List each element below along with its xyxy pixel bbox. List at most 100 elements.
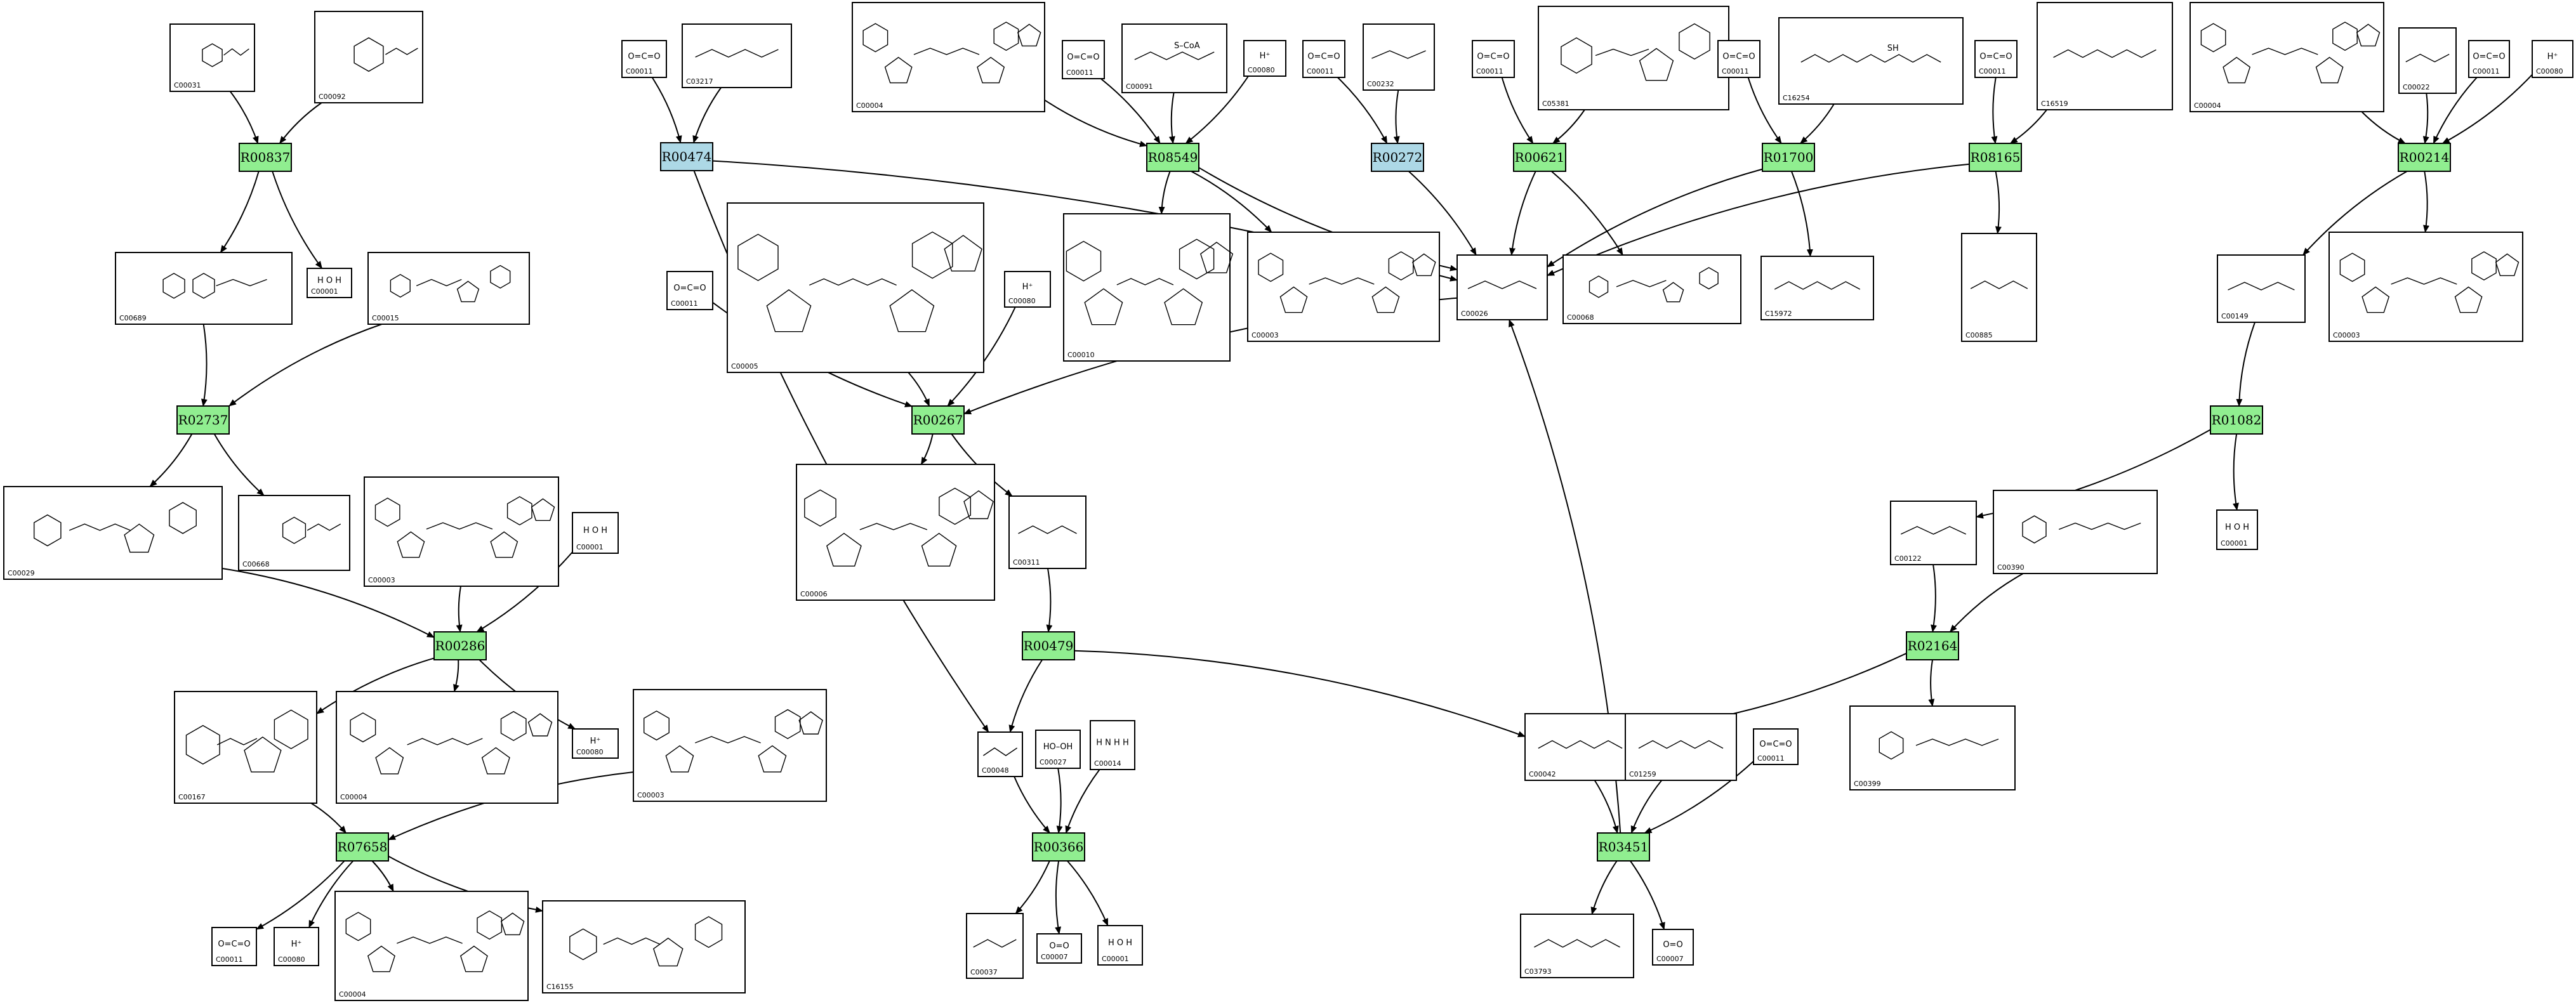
compound-box[interactable]: [1520, 914, 1634, 978]
compound-box[interactable]: [2328, 232, 2523, 342]
compound-box[interactable]: [238, 495, 350, 571]
compound-box[interactable]: [1961, 233, 2037, 342]
compound-node[interactable]: C15972: [1760, 256, 1874, 320]
compound-node[interactable]: C00005: [727, 202, 984, 373]
compound-node[interactable]: C00311: [1008, 495, 1087, 569]
compound-node[interactable]: H⁺C00080: [1004, 271, 1051, 308]
compound-node[interactable]: C00022: [2398, 27, 2457, 94]
compound-node[interactable]: C00390: [1993, 490, 2158, 574]
compound-node[interactable]: C00003: [1247, 232, 1440, 342]
compound-node[interactable]: C00399: [1849, 705, 2016, 790]
compound-box[interactable]: [1524, 713, 1636, 781]
compound-box[interactable]: [1121, 23, 1227, 93]
compound-node[interactable]: H⁺C00080: [2532, 40, 2573, 78]
compound-box[interactable]: [1890, 501, 1977, 565]
compound-box[interactable]: [1090, 720, 1135, 770]
compound-box[interactable]: [542, 900, 746, 993]
compound-box[interactable]: [633, 689, 827, 802]
compound-box[interactable]: [621, 40, 667, 78]
compound-node[interactable]: C00003: [633, 689, 827, 802]
compound-box[interactable]: [2190, 2, 2384, 112]
compound-box[interactable]: [314, 11, 423, 103]
compound-box[interactable]: [1456, 254, 1548, 320]
compound-box[interactable]: [852, 2, 1045, 112]
reaction-node[interactable]: R02164: [1906, 631, 1959, 660]
reaction-node[interactable]: R03451: [1597, 832, 1650, 862]
compound-box[interactable]: [1993, 490, 2158, 574]
compound-box[interactable]: [572, 728, 619, 759]
compound-node[interactable]: C00015: [367, 252, 530, 325]
reaction-node[interactable]: R00479: [1022, 631, 1075, 660]
reaction-box[interactable]: [1371, 143, 1424, 172]
compound-box[interactable]: [1004, 271, 1051, 308]
compound-node[interactable]: C03217: [682, 23, 792, 88]
compound-node[interactable]: C00003: [2328, 232, 2523, 342]
reaction-node[interactable]: R00272: [1371, 143, 1424, 172]
reaction-node[interactable]: R01082: [2210, 405, 2263, 435]
reaction-box[interactable]: [1597, 832, 1650, 862]
compound-box[interactable]: [1008, 495, 1087, 569]
compound-node[interactable]: C00004: [334, 891, 529, 1001]
compound-box[interactable]: [1062, 40, 1105, 79]
compound-box[interactable]: [1247, 232, 1440, 342]
compound-box[interactable]: [727, 202, 984, 373]
compound-box[interactable]: [3, 486, 223, 580]
compound-box[interactable]: [174, 691, 317, 804]
compound-box[interactable]: [1760, 256, 1874, 320]
compound-box[interactable]: [2037, 2, 2173, 110]
compound-box[interactable]: [1625, 713, 1737, 781]
reaction-node[interactable]: R00366: [1032, 832, 1085, 862]
compound-box[interactable]: [572, 512, 619, 554]
reaction-box[interactable]: [1032, 832, 1085, 862]
compound-box[interactable]: [115, 252, 293, 325]
compound-box[interactable]: [1849, 705, 2016, 790]
compound-node[interactable]: C00068: [1562, 254, 1741, 324]
compound-box[interactable]: [2532, 40, 2573, 78]
compound-node[interactable]: C00003: [364, 476, 559, 587]
compound-box[interactable]: [1063, 213, 1231, 362]
reaction-box[interactable]: [911, 405, 965, 435]
compound-node[interactable]: C00010: [1063, 213, 1234, 362]
reaction-node[interactable]: R07658: [336, 832, 389, 862]
compound-box[interactable]: [1243, 40, 1286, 77]
compound-node[interactable]: C00122: [1890, 501, 1977, 565]
compound-box[interactable]: [2468, 40, 2510, 78]
compound-node[interactable]: C00006: [796, 464, 995, 601]
compound-node[interactable]: C00048: [977, 731, 1023, 777]
compound-node[interactable]: C00885: [1961, 233, 2037, 342]
compound-box[interactable]: [1652, 929, 1694, 966]
compound-box[interactable]: [2217, 254, 2306, 323]
reaction-box[interactable]: [660, 142, 713, 171]
reaction-node[interactable]: R00621: [1513, 143, 1566, 172]
compound-box[interactable]: [307, 268, 352, 298]
compound-node[interactable]: C00668: [238, 495, 350, 571]
reaction-node[interactable]: R01700: [1762, 143, 1815, 172]
compound-box[interactable]: [274, 927, 319, 966]
compound-node[interactable]: C00092: [314, 11, 423, 103]
reaction-box[interactable]: [433, 631, 487, 660]
compound-box[interactable]: [682, 23, 792, 88]
compound-node[interactable]: C00042: [1524, 713, 1636, 781]
compound-node[interactable]: C00004: [336, 691, 558, 804]
reaction-node[interactable]: R00286: [433, 631, 487, 660]
compound-node[interactable]: H⁺C00080: [1243, 40, 1286, 77]
compound-box[interactable]: [796, 464, 995, 601]
compound-node[interactable]: C00026: [1456, 254, 1548, 320]
reaction-box[interactable]: [176, 405, 230, 435]
reaction-box[interactable]: [239, 143, 292, 172]
reaction-box[interactable]: [1513, 143, 1566, 172]
compound-node[interactable]: C00149: [2217, 254, 2306, 323]
compound-node[interactable]: H⁺C00080: [572, 728, 619, 759]
